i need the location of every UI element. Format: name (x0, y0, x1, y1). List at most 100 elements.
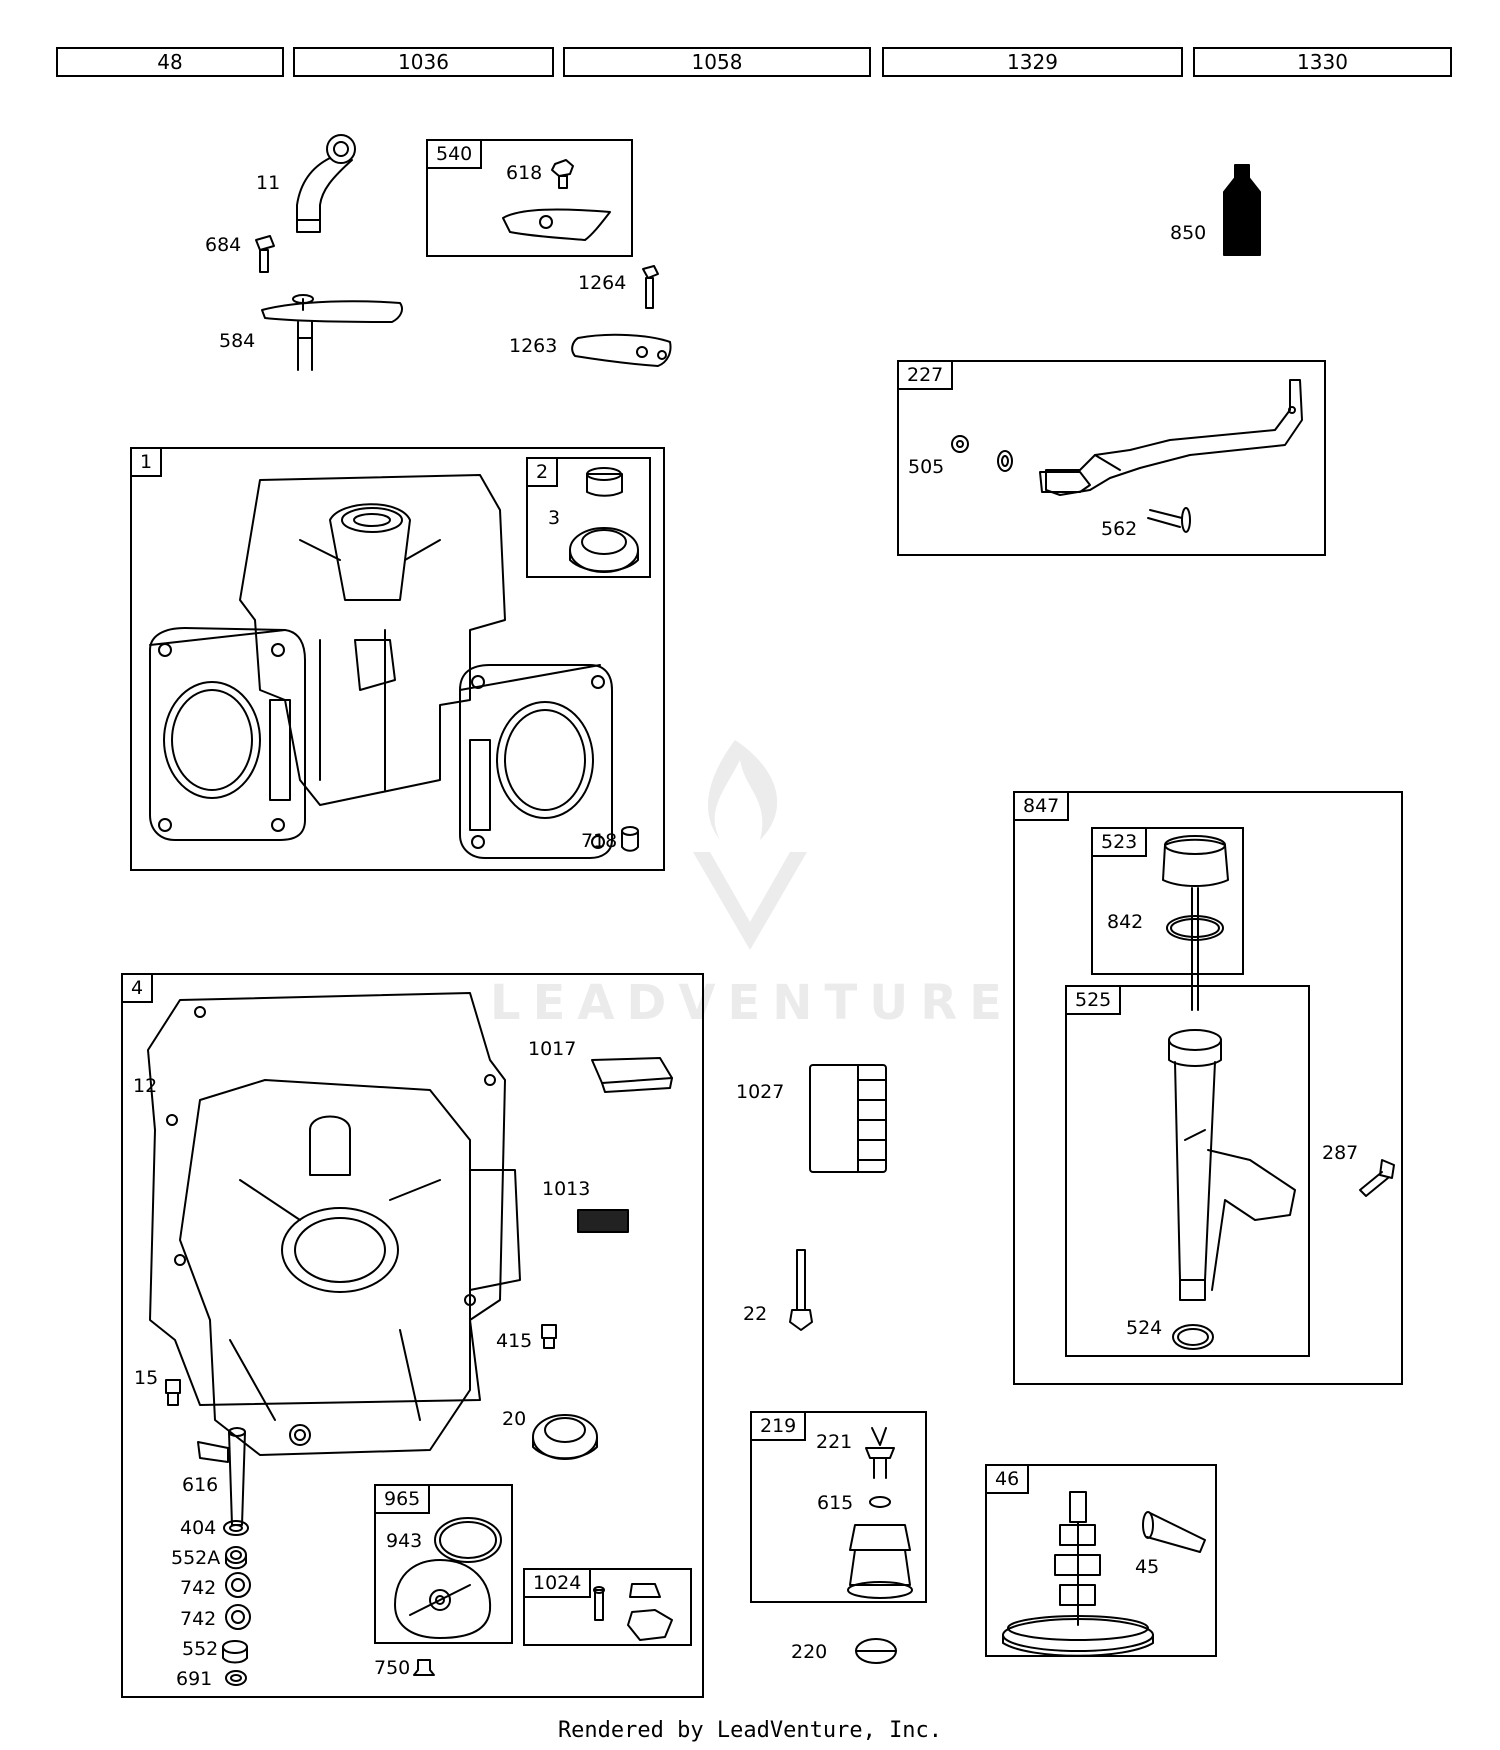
group-box-227: 227 (897, 360, 1326, 556)
part-523-dipstick (1162, 835, 1229, 1011)
callout-718: 718 (581, 830, 618, 852)
callout-45: 45 (1135, 1556, 1160, 1578)
callout-1013: 1013 (542, 1178, 591, 1200)
part-287-bolt (1359, 1159, 1395, 1197)
part-1017-screen (591, 1057, 673, 1093)
group-box-847: 847 (1013, 791, 1403, 1385)
callout-3: 3 (548, 507, 561, 529)
part-46-camshaft (1002, 1491, 1154, 1657)
callout-552A: 552A (171, 1547, 221, 1569)
part-1024-rotor (593, 1583, 673, 1641)
part-2-bushing (586, 467, 623, 497)
callout-618: 618 (506, 162, 543, 184)
callout-1264: 1264 (578, 272, 627, 294)
callout-221: 221 (816, 1431, 853, 1453)
part-219-gear (847, 1524, 913, 1599)
callout-404: 404 (180, 1517, 217, 1539)
part-220-washer (855, 1638, 897, 1664)
part-552A-bushing (225, 1546, 247, 1570)
group-box-1: 1 (130, 447, 665, 871)
group-box-46: 46 (985, 1464, 1217, 1657)
callout-742-a: 742 (180, 1577, 217, 1599)
callout-505: 505 (908, 456, 945, 478)
callout-524: 524 (1126, 1317, 1163, 1339)
part-1027-oil-filter (809, 1064, 887, 1173)
callout-616: 616 (182, 1474, 219, 1496)
top-ref-1329: 1329 (882, 47, 1183, 77)
part-742-clip-b (225, 1604, 251, 1630)
part-1264-bolt (642, 265, 659, 309)
part-221-pin (865, 1427, 895, 1479)
part-1-cylinder-block (149, 474, 613, 859)
group-box-965: 965 (374, 1484, 513, 1644)
callout-842: 842 (1107, 911, 1144, 933)
part-684-bolt (255, 235, 275, 273)
part-584-plate (261, 294, 403, 371)
part-618-bolt (551, 159, 574, 189)
part-540-gasket (502, 208, 611, 241)
callout-684: 684 (205, 234, 242, 256)
part-742-clip-a (225, 1572, 251, 1598)
part-842-oring (1166, 915, 1224, 941)
part-20-seal (532, 1414, 598, 1460)
callout-287: 287 (1322, 1142, 1359, 1164)
part-11-tube-elbow (296, 134, 356, 233)
part-552-bushing (222, 1640, 248, 1664)
footer-credit: Rendered by LeadVenture, Inc. (557, 1718, 943, 1743)
callout-20: 20 (502, 1408, 527, 1430)
watermark-text: LEADVENTURE (490, 975, 1014, 1031)
group-box-525: 525 (1065, 985, 1310, 1357)
part-965-oil-pump (394, 1559, 492, 1639)
part-45-tappet (1142, 1511, 1206, 1553)
part-505-nut (951, 435, 1013, 472)
part-525-tube (1168, 1029, 1296, 1301)
part-12-gasket (147, 992, 506, 1406)
part-22-bolt (789, 1249, 813, 1331)
top-ref-1330: 1330 (1193, 47, 1452, 77)
top-ref-48: 48 (56, 47, 284, 77)
callout-12: 12 (133, 1075, 158, 1097)
callout-615: 615 (817, 1492, 854, 1514)
group-box-2: 2 (526, 457, 651, 578)
callout-584: 584 (219, 330, 256, 352)
part-615-ring (869, 1496, 891, 1508)
callout-1027: 1027 (736, 1081, 785, 1103)
callout-1017: 1017 (528, 1038, 577, 1060)
part-943-oring (434, 1517, 502, 1563)
callout-943: 943 (386, 1530, 423, 1552)
part-718-dowel (621, 826, 639, 852)
callout-15: 15 (134, 1367, 159, 1389)
callout-850: 850 (1170, 222, 1207, 244)
callout-220: 220 (791, 1641, 828, 1663)
callout-11: 11 (256, 172, 281, 194)
part-4-crankcase-cover (179, 1079, 521, 1456)
callout-562: 562 (1101, 518, 1138, 540)
group-box-540: 540 (426, 139, 633, 257)
part-15-plug (165, 1379, 181, 1406)
callout-750: 750 (374, 1657, 411, 1679)
callout-1263: 1263 (509, 335, 558, 357)
callout-415: 415 (496, 1330, 533, 1352)
part-562-pin (1147, 507, 1191, 533)
callout-22: 22 (743, 1303, 768, 1325)
callout-552: 552 (182, 1638, 219, 1660)
part-1263-bracket (571, 333, 672, 367)
part-524-oring (1172, 1324, 1214, 1350)
group-box-4: 4 (121, 973, 704, 1698)
part-691-seal (225, 1670, 247, 1686)
callout-691: 691 (176, 1668, 213, 1690)
top-ref-1036: 1036 (293, 47, 554, 77)
group-box-523: 523 (1091, 827, 1244, 975)
part-227-lever (1039, 379, 1303, 496)
part-750-screw (413, 1659, 435, 1676)
group-box-1024: 1024 (523, 1568, 692, 1646)
part-1013-label (577, 1209, 629, 1233)
part-415-plug (541, 1324, 557, 1349)
top-ref-1058: 1058 (563, 47, 871, 77)
part-850-tube (1223, 164, 1261, 256)
group-box-219: 219 (750, 1411, 927, 1603)
callout-742-b: 742 (180, 1608, 217, 1630)
part-404-washer (223, 1520, 249, 1536)
